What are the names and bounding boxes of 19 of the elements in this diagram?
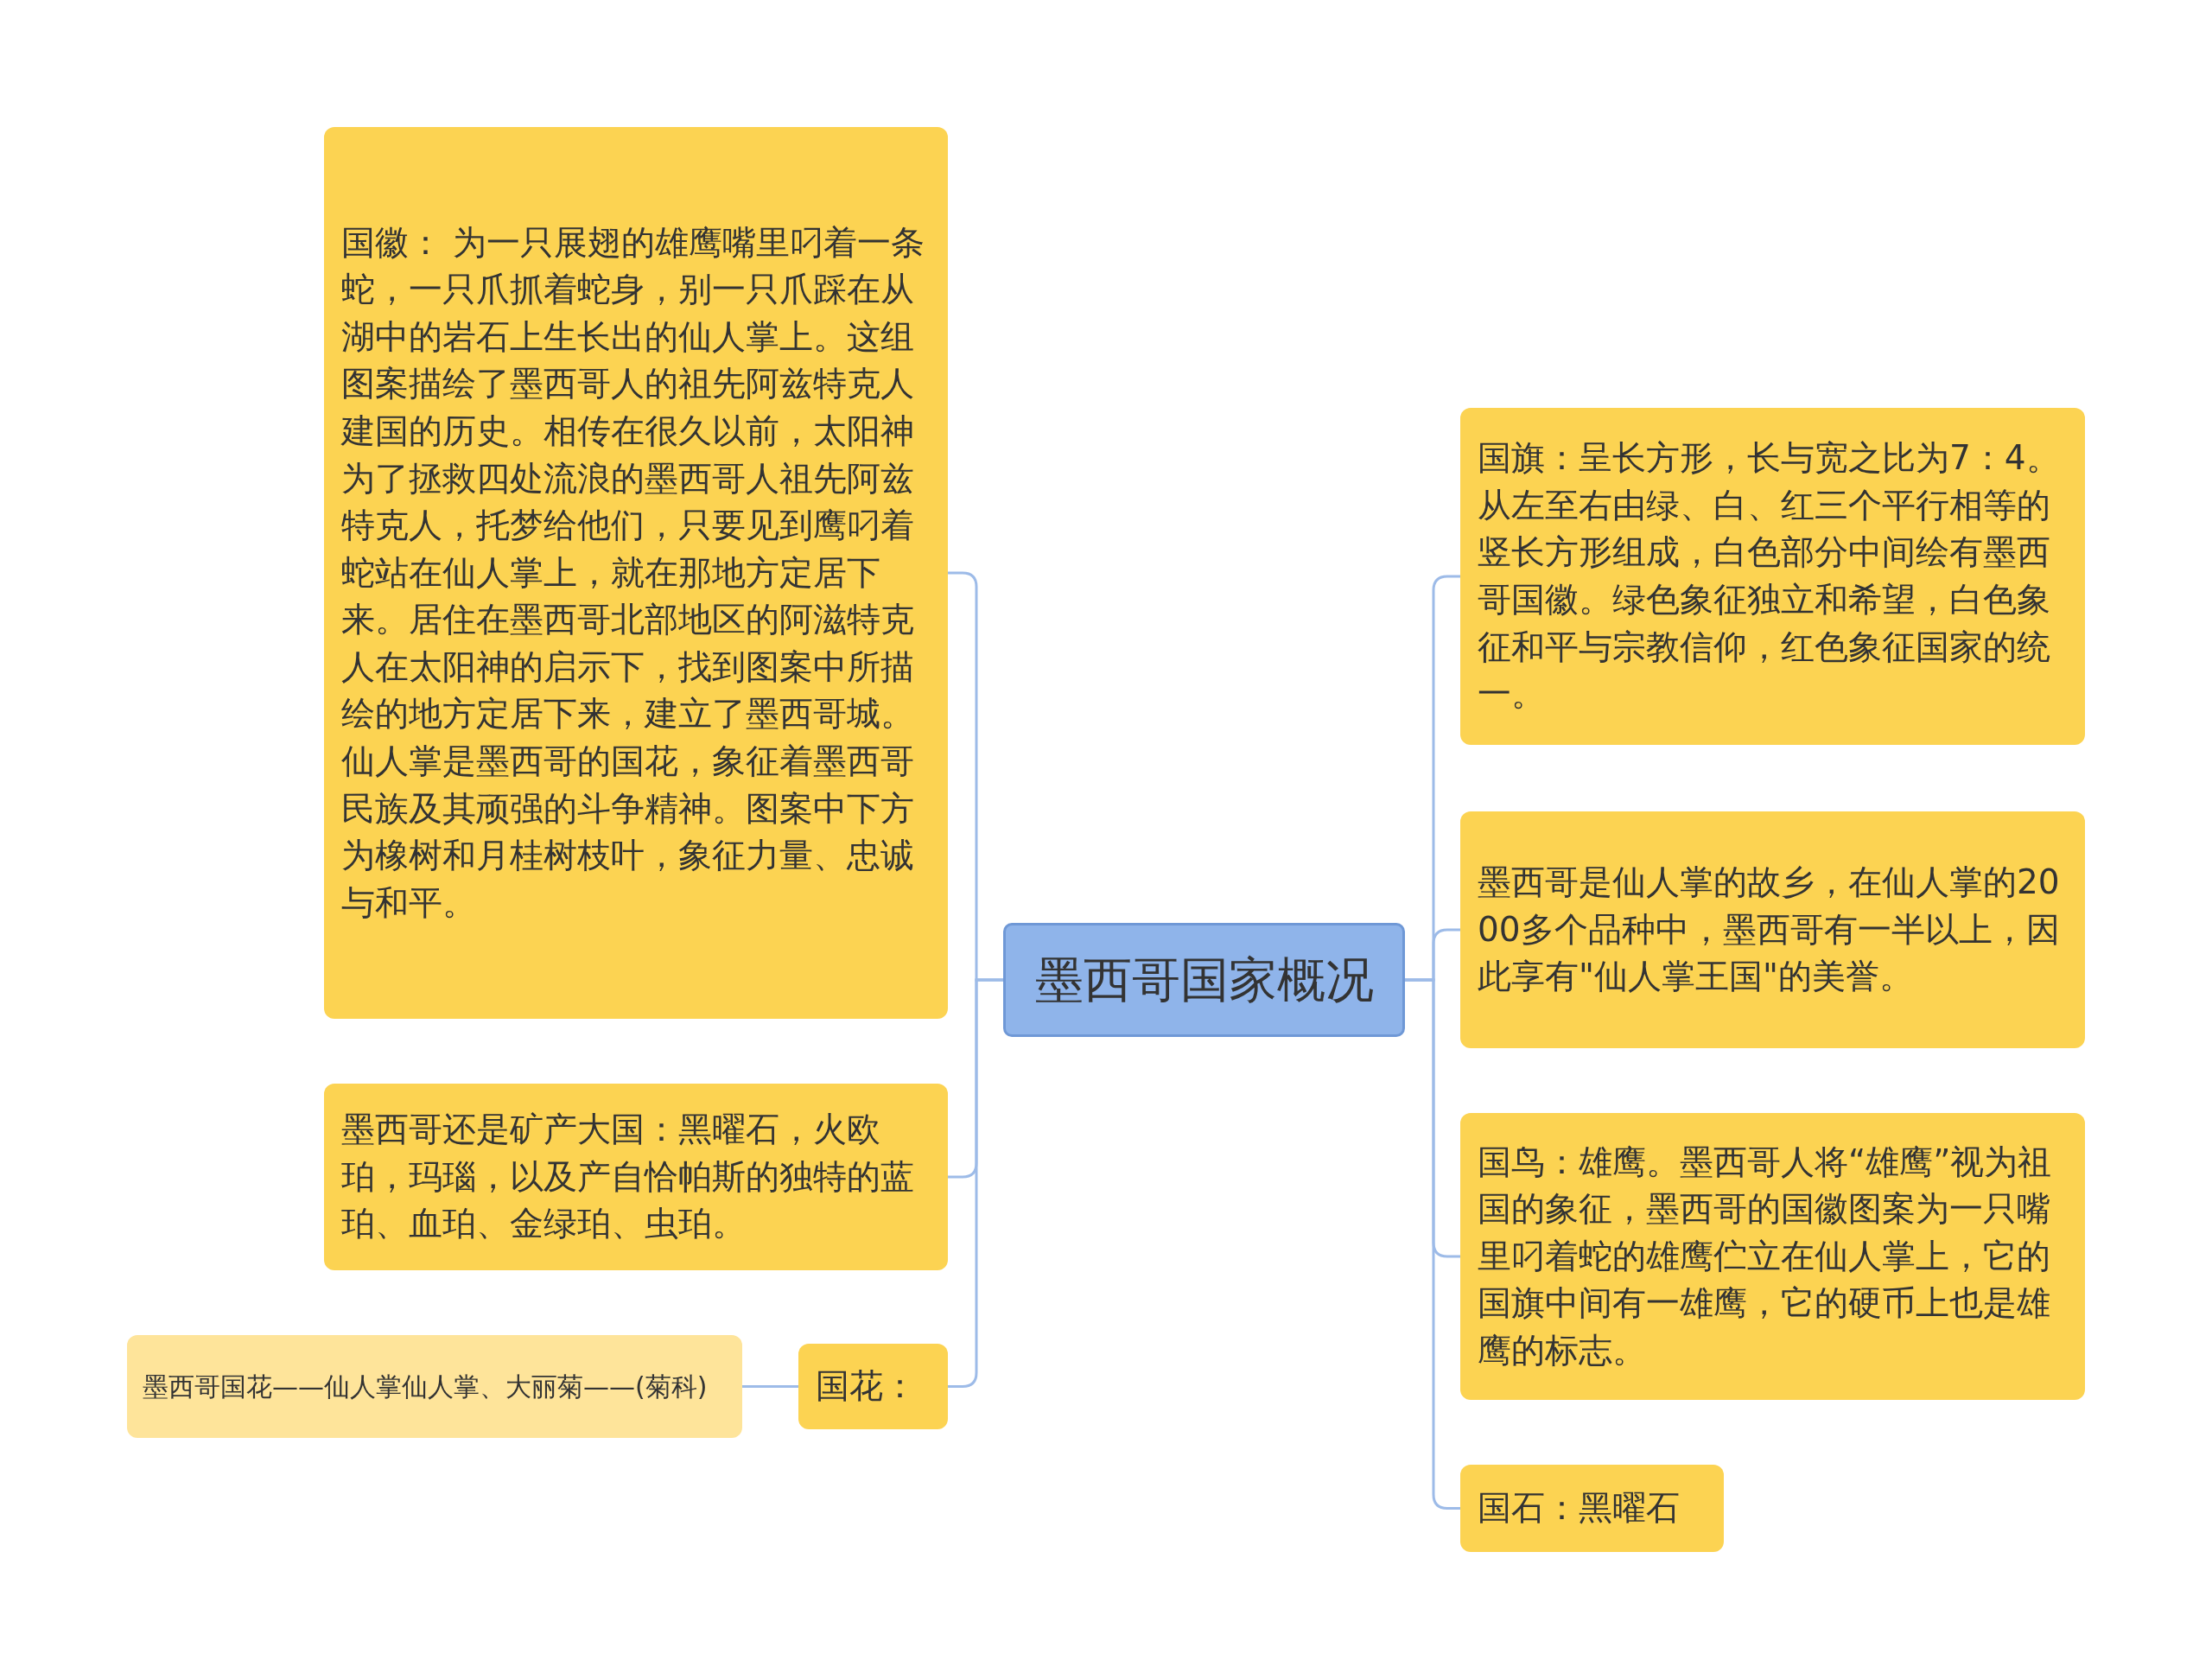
node-text: 国徽： 为一只展翅的雄鹰嘴里叼着一条蛇，一只爪抓着蛇身，别一只爪踩在从湖中的岩石上生长出的仙人掌上。这组图案描绘了墨西哥人的祖先阿兹特克人建国的历史。相传在很久以前，太阳神为了拯救四处流浪的墨西哥人祖先阿兹特克人，托梦给他们，只要见到鹰叼着蛇站在仙人掌上，就在那地方定居下来。居住在墨西哥北部地区的阿滋特克人在太阳神的启示下，找到图案中所描绘的地方定居下来，建立了墨西哥城。仙人掌是墨西哥的国花，象征着墨西哥民族及其顽强的斗争精神。图案中下方为橡树和月桂树枝叶，象征力量、忠诚与和平。: [341, 221, 926, 924]
node-text: 墨西哥国花——仙人掌仙人掌、大丽菊——(菊科): [143, 1370, 708, 1403]
node-text: 墨西哥是仙人掌的故乡，在仙人掌的2000多个品种中，墨西哥有一半以上，因此享有"仙人掌王国"的美誉。: [1478, 862, 2061, 998]
subtopic-box: [798, 1344, 948, 1429]
subtopic-box: [1460, 1113, 2085, 1400]
connector-line: [742, 1385, 798, 1388]
subtopic-box: [127, 1335, 742, 1438]
subtopic-box: [324, 127, 948, 1019]
node-text: 国旗：呈长方形，长与宽之比为7：4。从左至右由绿、白、红三个平行相等的竖长方形组成，白色部分中间绘有墨西哥国徽。绿色象征独立和希望，白色象征和平与宗教信仰，红色象征国家的统一。: [1478, 437, 2061, 715]
node-text: 国石：黑曜石: [1478, 1487, 1680, 1530]
subtopic-box: [324, 1084, 948, 1270]
topic-box: [1003, 923, 1405, 1037]
subtopic-box: [1460, 1465, 1724, 1552]
node-text: 墨西哥国家概况: [1034, 950, 1374, 1009]
node-text: 国花：: [816, 1365, 917, 1408]
node-text: 国鸟：雄鹰。墨西哥人将“雄鹰”视为祖国的象征，墨西哥的国徽图案为一只嘴里叼着蛇的雄鹰伫立在仙人掌上，它的国旗中间有一雄鹰，它的硬币上也是雄鹰的标志。: [1478, 1141, 2053, 1371]
subtopic-box: [1460, 408, 2085, 745]
subtopic-box: [1460, 811, 2085, 1048]
node-text: 墨西哥还是矿产大国：黑曜石，火欧珀，玛瑙，以及产自恰帕斯的独特的蓝珀、血珀、金绿珀、虫珀。: [341, 1109, 915, 1245]
